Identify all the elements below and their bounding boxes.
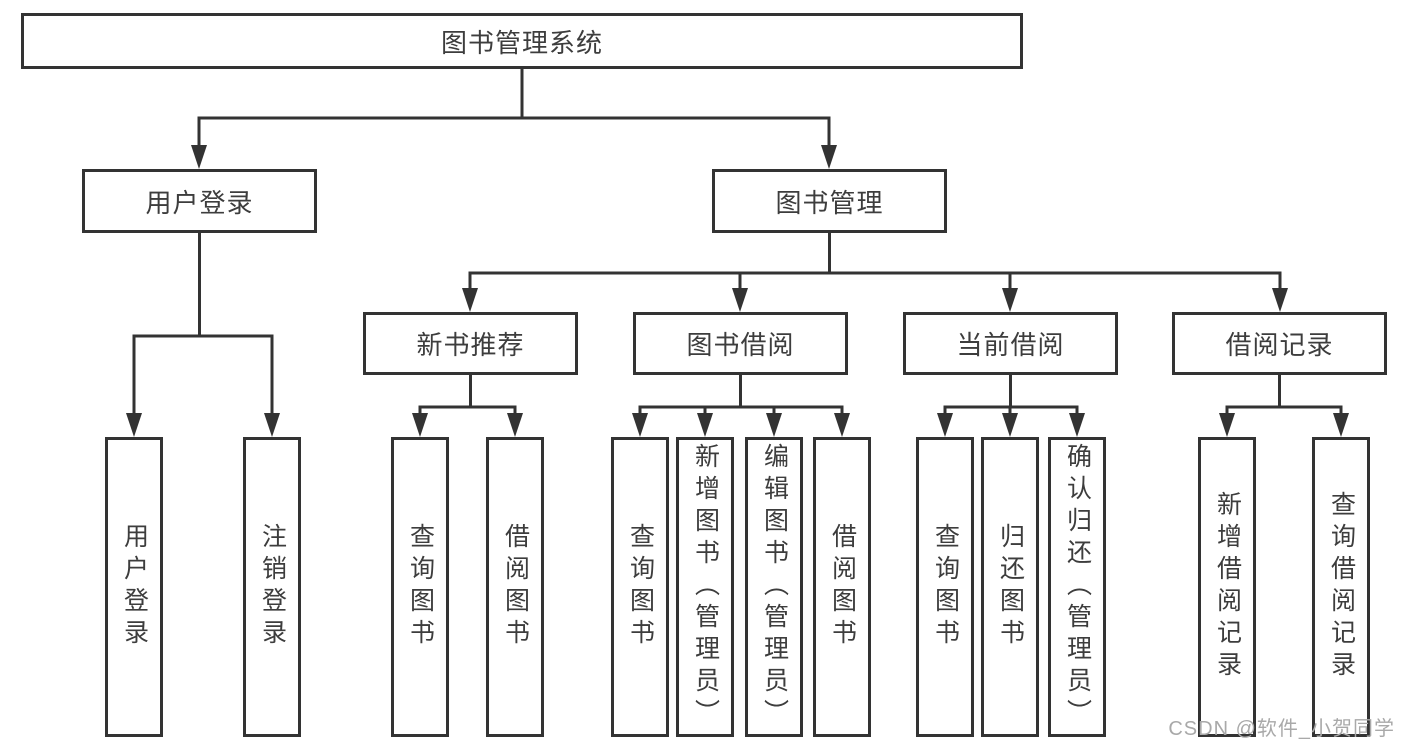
leaf-query-book-recommend-label: 查询图书 [406,523,435,651]
node-user-login-label: 用户登录 [145,187,254,218]
leaf-user-login: 用户登录 [105,437,163,737]
node-book-borrowing: 图书借阅 [633,312,848,375]
leaf-logout-label: 注销登录 [258,523,287,651]
leaf-query-book-borrowing-label: 查询图书 [626,523,655,651]
leaf-borrow-book: 借阅图书 [813,437,871,737]
node-new-book-recommend-label: 新书推荐 [416,330,525,360]
leaf-confirm-return-admin: 确认归还（管理员） [1048,437,1106,737]
leaf-add-borrow-record: 新增借阅记录 [1198,437,1256,737]
connector-user-login-to-leaves [132,232,274,414]
leaf-user-login-label: 用户登录 [120,523,149,651]
leaf-query-book-current: 查询图书 [916,437,974,737]
node-book-management-label: 图书管理 [775,187,884,218]
leaf-add-book-admin-label: 新增图书（管理员） [691,443,720,731]
connector-new-book-to-leaves [418,374,517,414]
leaf-edit-book-admin-label: 编辑图书（管理员） [760,443,789,731]
node-root: 图书管理系统 [21,13,1023,69]
leaf-query-book-borrowing: 查询图书 [611,437,669,737]
leaf-borrow-book-recommend: 借阅图书 [486,437,544,737]
node-borrow-records: 借阅记录 [1172,312,1387,375]
leaf-return-book: 归还图书 [981,437,1039,737]
leaf-query-borrow-record: 查询借阅记录 [1312,437,1370,737]
leaf-confirm-return-admin-label: 确认归还（管理员） [1063,443,1092,731]
leaf-logout: 注销登录 [243,437,301,737]
leaf-edit-book-admin: 编辑图书（管理员） [745,437,803,737]
node-root-label: 图书管理系统 [440,27,603,58]
node-new-book-recommend: 新书推荐 [363,312,578,375]
node-borrow-records-label: 借阅记录 [1225,330,1334,360]
leaf-borrow-book-label: 借阅图书 [828,523,857,651]
node-user-login: 用户登录 [82,169,317,233]
leaf-return-book-label: 归还图书 [996,523,1025,651]
leaf-query-borrow-record-label: 查询借阅记录 [1327,491,1356,683]
leaf-query-book-current-label: 查询图书 [931,523,960,651]
node-current-borrow: 当前借阅 [903,312,1118,375]
node-current-borrow-label: 当前借阅 [956,330,1065,360]
connector-borrowing-to-leaves [638,374,844,414]
connector-current-to-leaves [943,374,1079,414]
csdn-watermark: CSDN @软件_小贺同学 [1168,718,1395,740]
connector-book-mgmt-to-level3 [468,232,1282,289]
leaf-add-borrow-record-label: 新增借阅记录 [1213,491,1242,683]
connector-records-to-leaves [1225,374,1343,414]
connector-root-to-level2 [197,68,831,147]
leaf-add-book-admin: 新增图书（管理员） [676,437,734,737]
node-book-management: 图书管理 [712,169,947,233]
node-book-borrowing-label: 图书借阅 [686,330,795,360]
leaf-query-book-recommend: 查询图书 [391,437,449,737]
leaf-borrow-book-recommend-label: 借阅图书 [501,523,530,651]
